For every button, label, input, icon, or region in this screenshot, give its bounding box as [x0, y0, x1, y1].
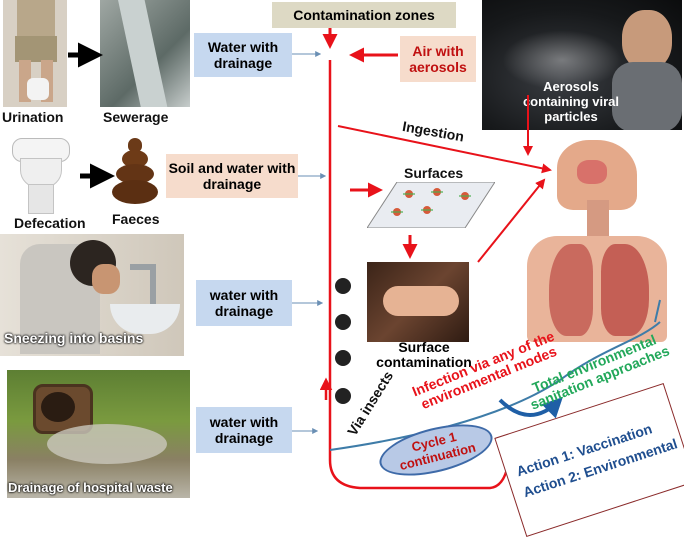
- surfaces-label: Surfaces: [404, 165, 464, 181]
- hospital-drainage-label: Drainage of hospital waste: [8, 480, 173, 495]
- faeces-illustration: [112, 138, 158, 206]
- zone-water-drainage-3: water with drainage: [196, 407, 292, 453]
- surface-hand-photo: [367, 262, 469, 342]
- respiratory-anatomy-illustration: [527, 140, 667, 342]
- hospital-drainage-photo: [7, 370, 190, 498]
- insect-icon-1: [335, 278, 351, 294]
- sewerage-label: Sewerage: [103, 109, 169, 125]
- zone-soil-water: Soil and water with drainage: [166, 154, 298, 198]
- zone-water-drainage-2: water with drainage: [196, 280, 292, 326]
- urination-label: Urination: [2, 109, 64, 125]
- surface-plate: [367, 182, 495, 228]
- contamination-zones-title: Contamination zones: [272, 2, 456, 28]
- zone-air-aerosols: Air with aerosols: [400, 36, 476, 82]
- insect-icon-2: [335, 314, 351, 330]
- surface-contamination-label: Surface contamination: [376, 339, 472, 371]
- zone-water-drainage-1: Water with drainage: [194, 33, 292, 77]
- toilet-illustration: [10, 132, 70, 214]
- insect-icon-4: [335, 388, 351, 404]
- urination-photo: [3, 0, 67, 107]
- sneezing-photo: [0, 234, 184, 356]
- aerosol-caption: Aerosols containing viral particles: [522, 79, 620, 124]
- faeces-label: Faeces: [112, 211, 160, 227]
- sewerage-photo: [100, 0, 190, 107]
- sneezing-label: Sneezing into basins: [4, 330, 144, 346]
- insect-icon-3: [335, 350, 351, 366]
- defecation-label: Defecation: [14, 215, 86, 231]
- aerosol-photo: [482, 0, 682, 130]
